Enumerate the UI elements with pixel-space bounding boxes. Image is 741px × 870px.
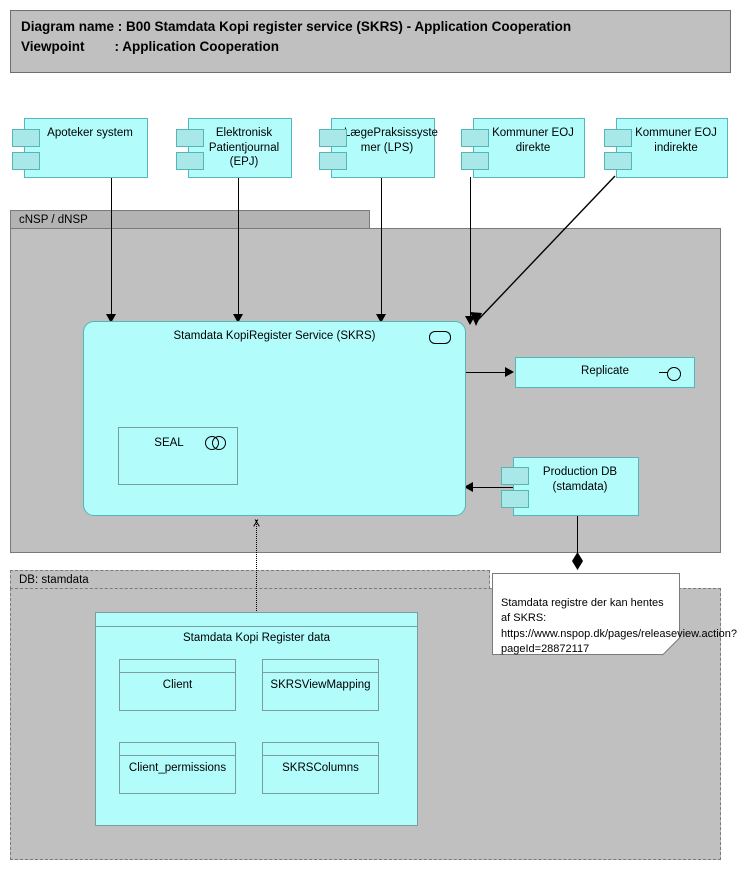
component-icon-tab-top [604, 129, 632, 147]
data-object-skrsviewmapping[interactable]: SKRSViewMapping [262, 659, 379, 711]
arrowhead-registerdata-to-skrs [251, 515, 262, 524]
connector-eoj-indirekte-to-skrs [470, 175, 616, 326]
data-object-header-band [120, 660, 235, 673]
arrowhead-productiondb-to-skrs [464, 482, 473, 492]
application-service-icon [429, 331, 451, 344]
component-label: Apoteker system [47, 127, 133, 139]
component-laegepraksissystemer-lps[interactable]: LægePraksissyste mer (LPS) [319, 118, 438, 178]
application-collaboration-seal-label: SEAL [154, 437, 184, 449]
component-apoteker-system[interactable]: Apoteker system [12, 118, 148, 178]
data-object-header-band [96, 613, 417, 627]
component-label: Kommuner EOJ direkte [492, 127, 574, 154]
connector-apoteker-to-skrs [111, 177, 112, 317]
data-object-label: Stamdata Kopi Register data [182, 632, 331, 644]
arrowhead-eoj-direkte-to-skrs [465, 316, 475, 325]
data-object-client[interactable]: Client [119, 659, 236, 711]
component-icon-tab-bottom [176, 152, 204, 170]
connector-eoj-direkte-to-skrs [470, 177, 471, 319]
data-object-client-permissions[interactable]: Client_permissions [119, 742, 236, 794]
component-label: Kommuner EOJ indirekte [635, 127, 717, 154]
connector-registerdata-to-skrs [256, 520, 257, 615]
arrowhead-lps-to-skrs [376, 314, 386, 323]
application-interface-icon [667, 367, 681, 381]
component-label: LægePraksissyste mer (LPS) [344, 127, 438, 154]
data-object-label: Client_permissions [128, 762, 227, 774]
application-collaboration-icon [205, 436, 227, 450]
group-tab-db-stamdata: DB: stamdata [10, 570, 490, 589]
component-icon-tab-bottom [461, 152, 489, 170]
component-icon-tab-top [12, 129, 40, 147]
application-interface-icon-stem [659, 372, 668, 374]
component-icon-tab-top [461, 129, 489, 147]
connector-productiondb-to-skrs [473, 487, 513, 488]
arrowhead-skrs-to-replicate [505, 367, 514, 377]
group-tab-cnsp-dnsp: cNSP / dNSP [10, 210, 370, 229]
composition-diamond [572, 552, 583, 570]
note-text: Stamdata registre der kan hentes af SKRS… [501, 596, 738, 656]
arrowhead-apoteker-to-skrs [106, 314, 116, 323]
data-object-label: Client [162, 679, 193, 691]
arrowhead-epj-to-skrs [233, 314, 243, 323]
connector-epj-to-skrs [238, 177, 239, 317]
viewpoint-line: Viewpoint : Application Cooperation [21, 39, 280, 54]
application-service-skrs[interactable]: Stamdata KopiRegister Service (SKRS) [83, 321, 466, 516]
diagram-title-box: Diagram name : B00 Stamdata Kopi registe… [10, 10, 731, 73]
component-icon-tab-bottom [501, 490, 529, 508]
component-label: Production DB (stamdata) [542, 466, 618, 493]
connector-skrs-to-replicate [466, 372, 508, 373]
component-kommuner-eoj-direkte[interactable]: Kommuner EOJ direkte [461, 118, 585, 178]
component-icon-tab-top [319, 129, 347, 147]
application-collaboration-seal[interactable]: SEAL [118, 427, 238, 485]
data-object-header-band [120, 743, 235, 756]
component-icon-tab-bottom [604, 152, 632, 170]
component-icon-tab-top [501, 467, 529, 485]
component-label: Elektronisk Patientjournal (EPJ) [208, 127, 280, 168]
application-interface-replicate[interactable]: Replicate [515, 357, 695, 388]
data-object-label: SKRSViewMapping [270, 679, 371, 691]
component-icon-tab-bottom [319, 152, 347, 170]
connector-lps-to-skrs [381, 177, 382, 317]
component-kommuner-eoj-indirekte[interactable]: Kommuner EOJ indirekte [604, 118, 728, 178]
application-interface-replicate-label: Replicate [581, 365, 629, 377]
component-production-db[interactable]: Production DB (stamdata) [501, 457, 639, 516]
note-stamdata-registre: Stamdata registre der kan hentes af SKRS… [492, 573, 737, 656]
component-elektronisk-patientjournal[interactable]: Elektronisk Patientjournal (EPJ) [176, 118, 292, 178]
application-service-skrs-label: Stamdata KopiRegister Service (SKRS) [173, 330, 376, 342]
component-icon-tab-bottom [12, 152, 40, 170]
data-object-label: SKRSColumns [282, 762, 359, 774]
data-object-skrscolumns[interactable]: SKRSColumns [262, 742, 379, 794]
connector-productiondb-to-note [577, 516, 578, 555]
component-icon-tab-top [176, 129, 204, 147]
data-object-header-band [263, 743, 378, 756]
data-object-header-band [263, 660, 378, 673]
diagram-name-line: Diagram name : B00 Stamdata Kopi registe… [21, 19, 572, 34]
